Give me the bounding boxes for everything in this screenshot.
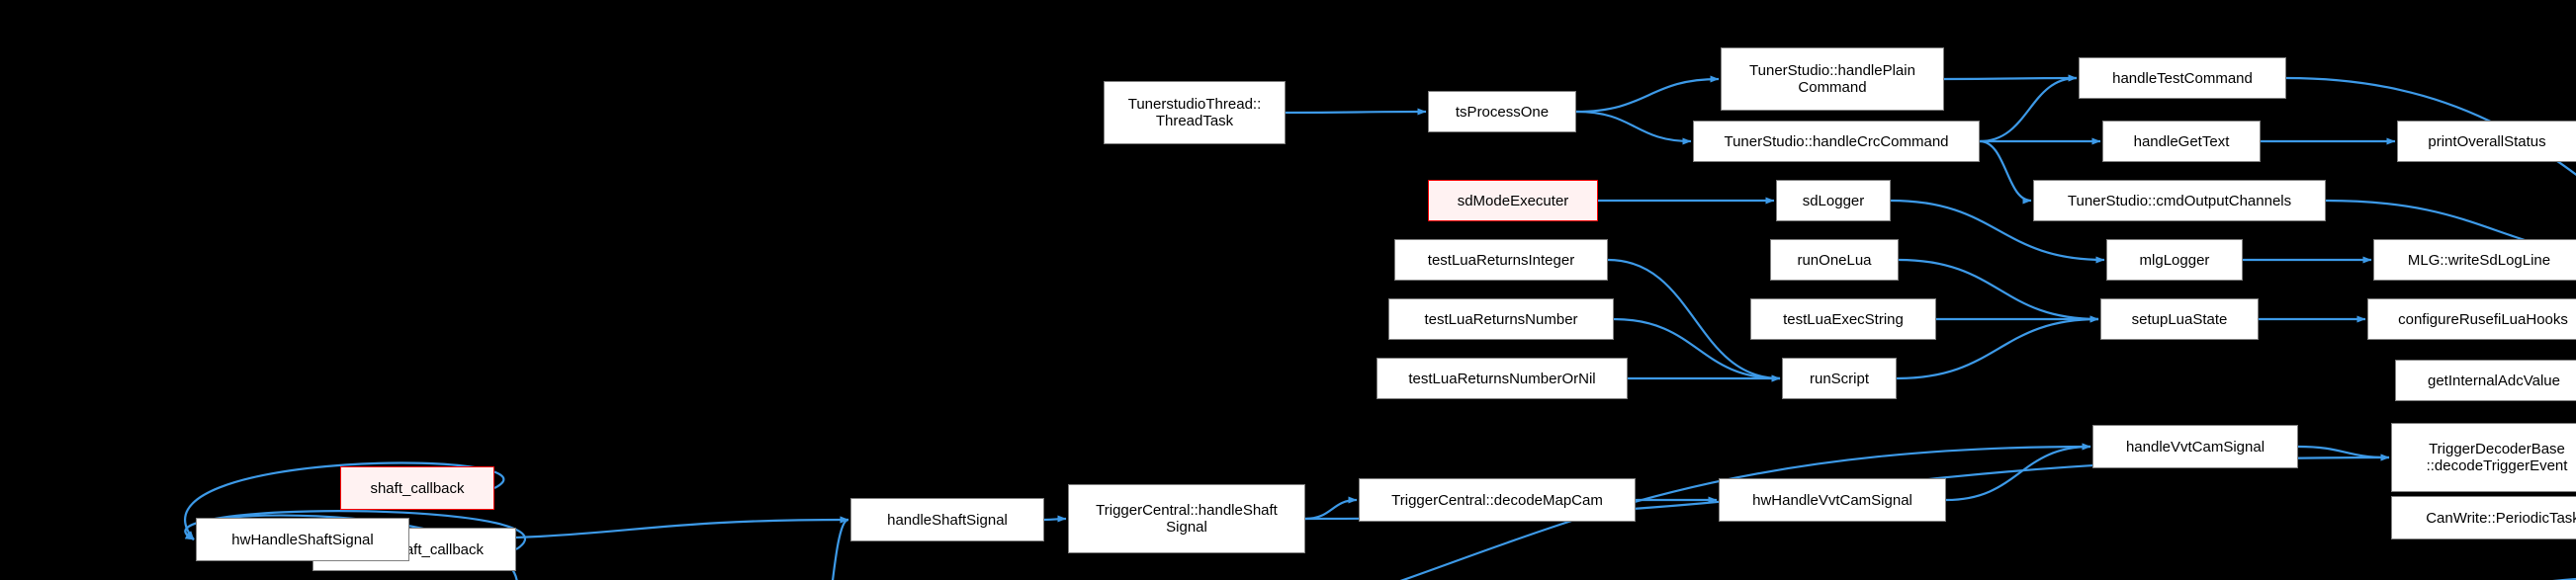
graph-edge [1945,443,2091,502]
graph-node[interactable]: testLuaReturnsNumber [1388,298,1614,340]
graph-edge [2552,577,2576,580]
graph-edge [1285,108,1427,116]
graph-edge [2297,445,2390,461]
graph-edge [831,516,849,580]
graph-node[interactable]: TunerStudio::handlePlain Command [1721,47,1944,111]
graph-node[interactable]: handleGetText [2102,121,2261,162]
graph-edge [1304,496,1358,521]
graph-node[interactable]: TriggerCentral::handleShaft Signal [1068,484,1305,553]
graph-node[interactable]: TunerStudio::handleCrcCommand [1693,121,1980,162]
graph-node[interactable]: TunerstudioThread:: ThreadTask [1104,81,1286,144]
graph-node[interactable]: CanWrite::PeriodicTask [2391,496,2576,539]
graph-node[interactable]: setupLuaState [2100,298,2259,340]
graph-edge [1043,515,1067,523]
graph-node[interactable]: testLuaReturnsNumberOrNil [1377,358,1628,399]
graph-edge [1979,139,2032,205]
graph-node[interactable]: testLuaReturnsInteger [1394,239,1608,281]
graph-edge [1575,110,1692,145]
graph-edge [1575,75,1720,114]
graph-node[interactable]: configureRusefiLuaHooks [2367,298,2576,340]
graph-node[interactable]: printOverallStatus [2397,121,2576,162]
graph-node[interactable]: hwHandleShaftSignal [196,518,409,561]
graph-node[interactable]: shaft_callback [340,466,494,510]
graph-node[interactable]: hwHandleVvtCamSignal [1719,478,1946,522]
graph-node[interactable]: handleShaftSignal [850,498,1044,541]
graph-node[interactable]: TunerStudio::cmdOutputChannels [2033,180,2326,221]
graph-node[interactable]: sdLogger [1776,180,1891,221]
graph-node[interactable]: mlgLogger [2106,239,2243,281]
graph-node[interactable]: MLG::writeSdLogLine [2373,239,2576,281]
graph-edge [1943,74,2078,82]
graph-edge [1979,74,2078,143]
graph-node[interactable]: runOneLua [1770,239,1899,281]
graph-node[interactable]: getInternalAdcValue [2395,360,2576,401]
graph-node[interactable]: handleTestCommand [2079,57,2286,99]
graph-node[interactable]: TriggerCentral::decodeMapCam [1359,478,1636,522]
graph-node[interactable]: TriggerDecoderBase ::decodeTriggerEvent [2391,423,2576,492]
graph-node[interactable]: testLuaExecString [1750,298,1936,340]
graph-node[interactable]: handleVvtCamSignal [2092,425,2298,468]
graph-node[interactable]: sdModeExecuter [1428,180,1598,221]
graph-node[interactable]: tsProcessOne [1428,91,1576,132]
graph-node[interactable]: runScript [1782,358,1897,399]
